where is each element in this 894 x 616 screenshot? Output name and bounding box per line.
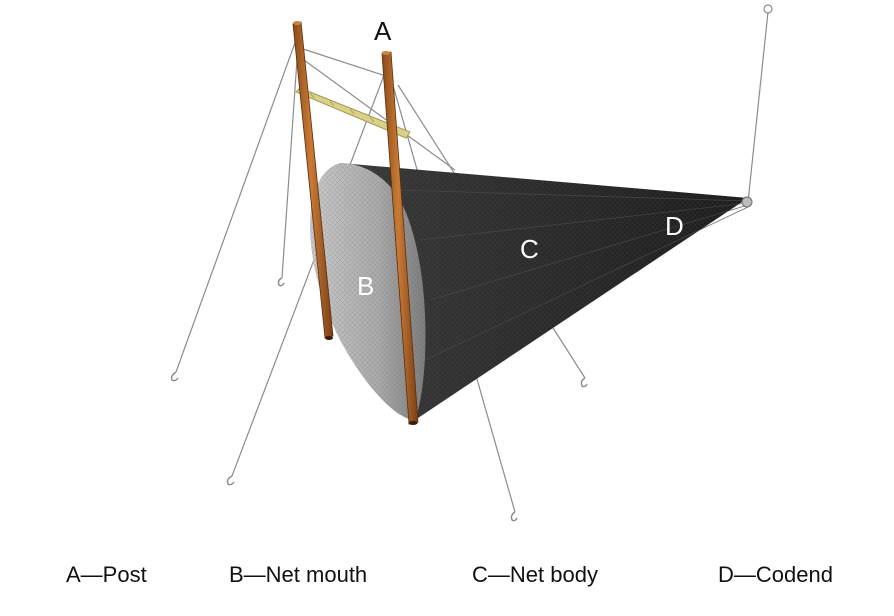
callout-b: B (357, 271, 375, 301)
guy-line (281, 44, 299, 279)
post-right (381, 51, 419, 425)
ground-stake (170, 371, 179, 382)
top-ring (763, 4, 773, 14)
ground-stake (226, 475, 235, 486)
guy-line (231, 69, 387, 477)
legend-net-body: C—Net body (472, 562, 598, 587)
legend-codend: D—Codend (718, 562, 833, 587)
codend-ring (741, 196, 753, 208)
guy-line (303, 59, 456, 171)
guy-line (747, 11, 769, 203)
callout-a: A (374, 16, 392, 46)
legend-net-mouth: B—Net mouth (229, 562, 368, 587)
net-seams (399, 189, 749, 361)
callout-d: D (665, 211, 684, 241)
net-body-mesh (340, 163, 748, 420)
ground-stake (510, 511, 518, 522)
guy-line (299, 47, 393, 79)
ground-stake (580, 377, 588, 388)
post-left (292, 21, 334, 340)
ground-stakes (170, 277, 588, 522)
guy-line (175, 39, 297, 373)
ground-stake (277, 277, 285, 287)
legend-post: A—Post (66, 562, 147, 587)
callout-c: C (520, 234, 539, 264)
